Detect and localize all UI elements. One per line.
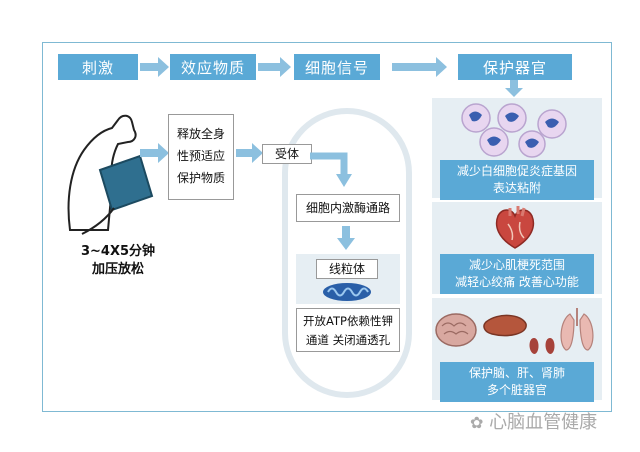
arrow-pathway-to-mito [336, 226, 356, 252]
protocol-line-2: 加压放松 [58, 261, 178, 279]
watermark-text: 心脑血管健康 [489, 412, 597, 433]
protocol-caption: 3~4X5分钟 加压放松 [58, 243, 178, 279]
mitochondria-label: 线粒体 [329, 262, 365, 276]
header-arrow-2 [258, 56, 292, 78]
header-arrow-3 [392, 56, 448, 78]
wechat-icon: ✿ [470, 413, 483, 432]
header-protective-organ-label: 保护器官 [483, 57, 547, 78]
kinase-pathway-label: 细胞内激酶通路 [306, 201, 390, 215]
organ-label-multi: 保护脑、肝、肾肺 多个脏器官 [440, 362, 594, 402]
receptor-box: 受体 [262, 144, 312, 164]
arrow-receptor-to-pathway [310, 150, 356, 190]
heart-icon [490, 204, 540, 250]
header-cell-signal-label: 细胞信号 [305, 57, 369, 78]
channel-line-1: 开放ATP依赖性钾 [297, 312, 399, 331]
white-blood-cells-icon [452, 100, 582, 158]
effector-line-2: 性预适应 [173, 145, 229, 167]
protocol-line-1: 3~4X5分钟 [58, 243, 178, 261]
effector-line-3: 保护物质 [173, 167, 229, 189]
mitochondria-box: 线粒体 [316, 259, 378, 279]
effector-box: 释放全身 性预适应 保护物质 [168, 114, 234, 200]
header-protective-organ: 保护器官 [458, 54, 572, 80]
effector-line-1: 释放全身 [173, 123, 229, 145]
arm-cuff-illustration [60, 100, 160, 240]
channel-line-2: 通道 关闭通透孔 [297, 331, 399, 350]
channel-box: 开放ATP依赖性钾 通道 关闭通透孔 [296, 308, 400, 352]
down-arrow-organ [504, 80, 524, 98]
header-cell-signal: 细胞信号 [294, 54, 380, 80]
organs-icon [434, 304, 600, 360]
header-effector-label: 效应物质 [181, 57, 245, 78]
header-effector: 效应物质 [170, 54, 256, 80]
watermark: ✿ 心脑血管健康 [470, 408, 597, 434]
arrow-effector-to-receptor [236, 142, 264, 164]
header-stimulus: 刺激 [58, 54, 138, 80]
heart-line-1: 减少心肌梗死范围 [440, 257, 594, 274]
header-stimulus-label: 刺激 [82, 57, 114, 78]
wbc-line-1: 减少白细胞促炎症基因 [440, 163, 594, 180]
arrow-arm-to-effector [140, 142, 170, 164]
kinase-pathway-box: 细胞内激酶通路 [296, 194, 400, 222]
organ-label-heart: 减少心肌梗死范围 减轻心绞痛 改善心功能 [440, 254, 594, 294]
multi-line-1: 保护脑、肝、肾肺 [440, 365, 594, 382]
mitochondria-icon [322, 282, 372, 302]
heart-line-2: 减轻心绞痛 改善心功能 [440, 274, 594, 291]
multi-line-2: 多个脏器官 [440, 382, 594, 399]
receptor-label: 受体 [275, 147, 299, 161]
header-arrow-1 [140, 56, 170, 78]
organ-label-wbc: 减少白细胞促炎症基因 表达粘附 [440, 160, 594, 200]
wbc-line-2: 表达粘附 [440, 180, 594, 197]
